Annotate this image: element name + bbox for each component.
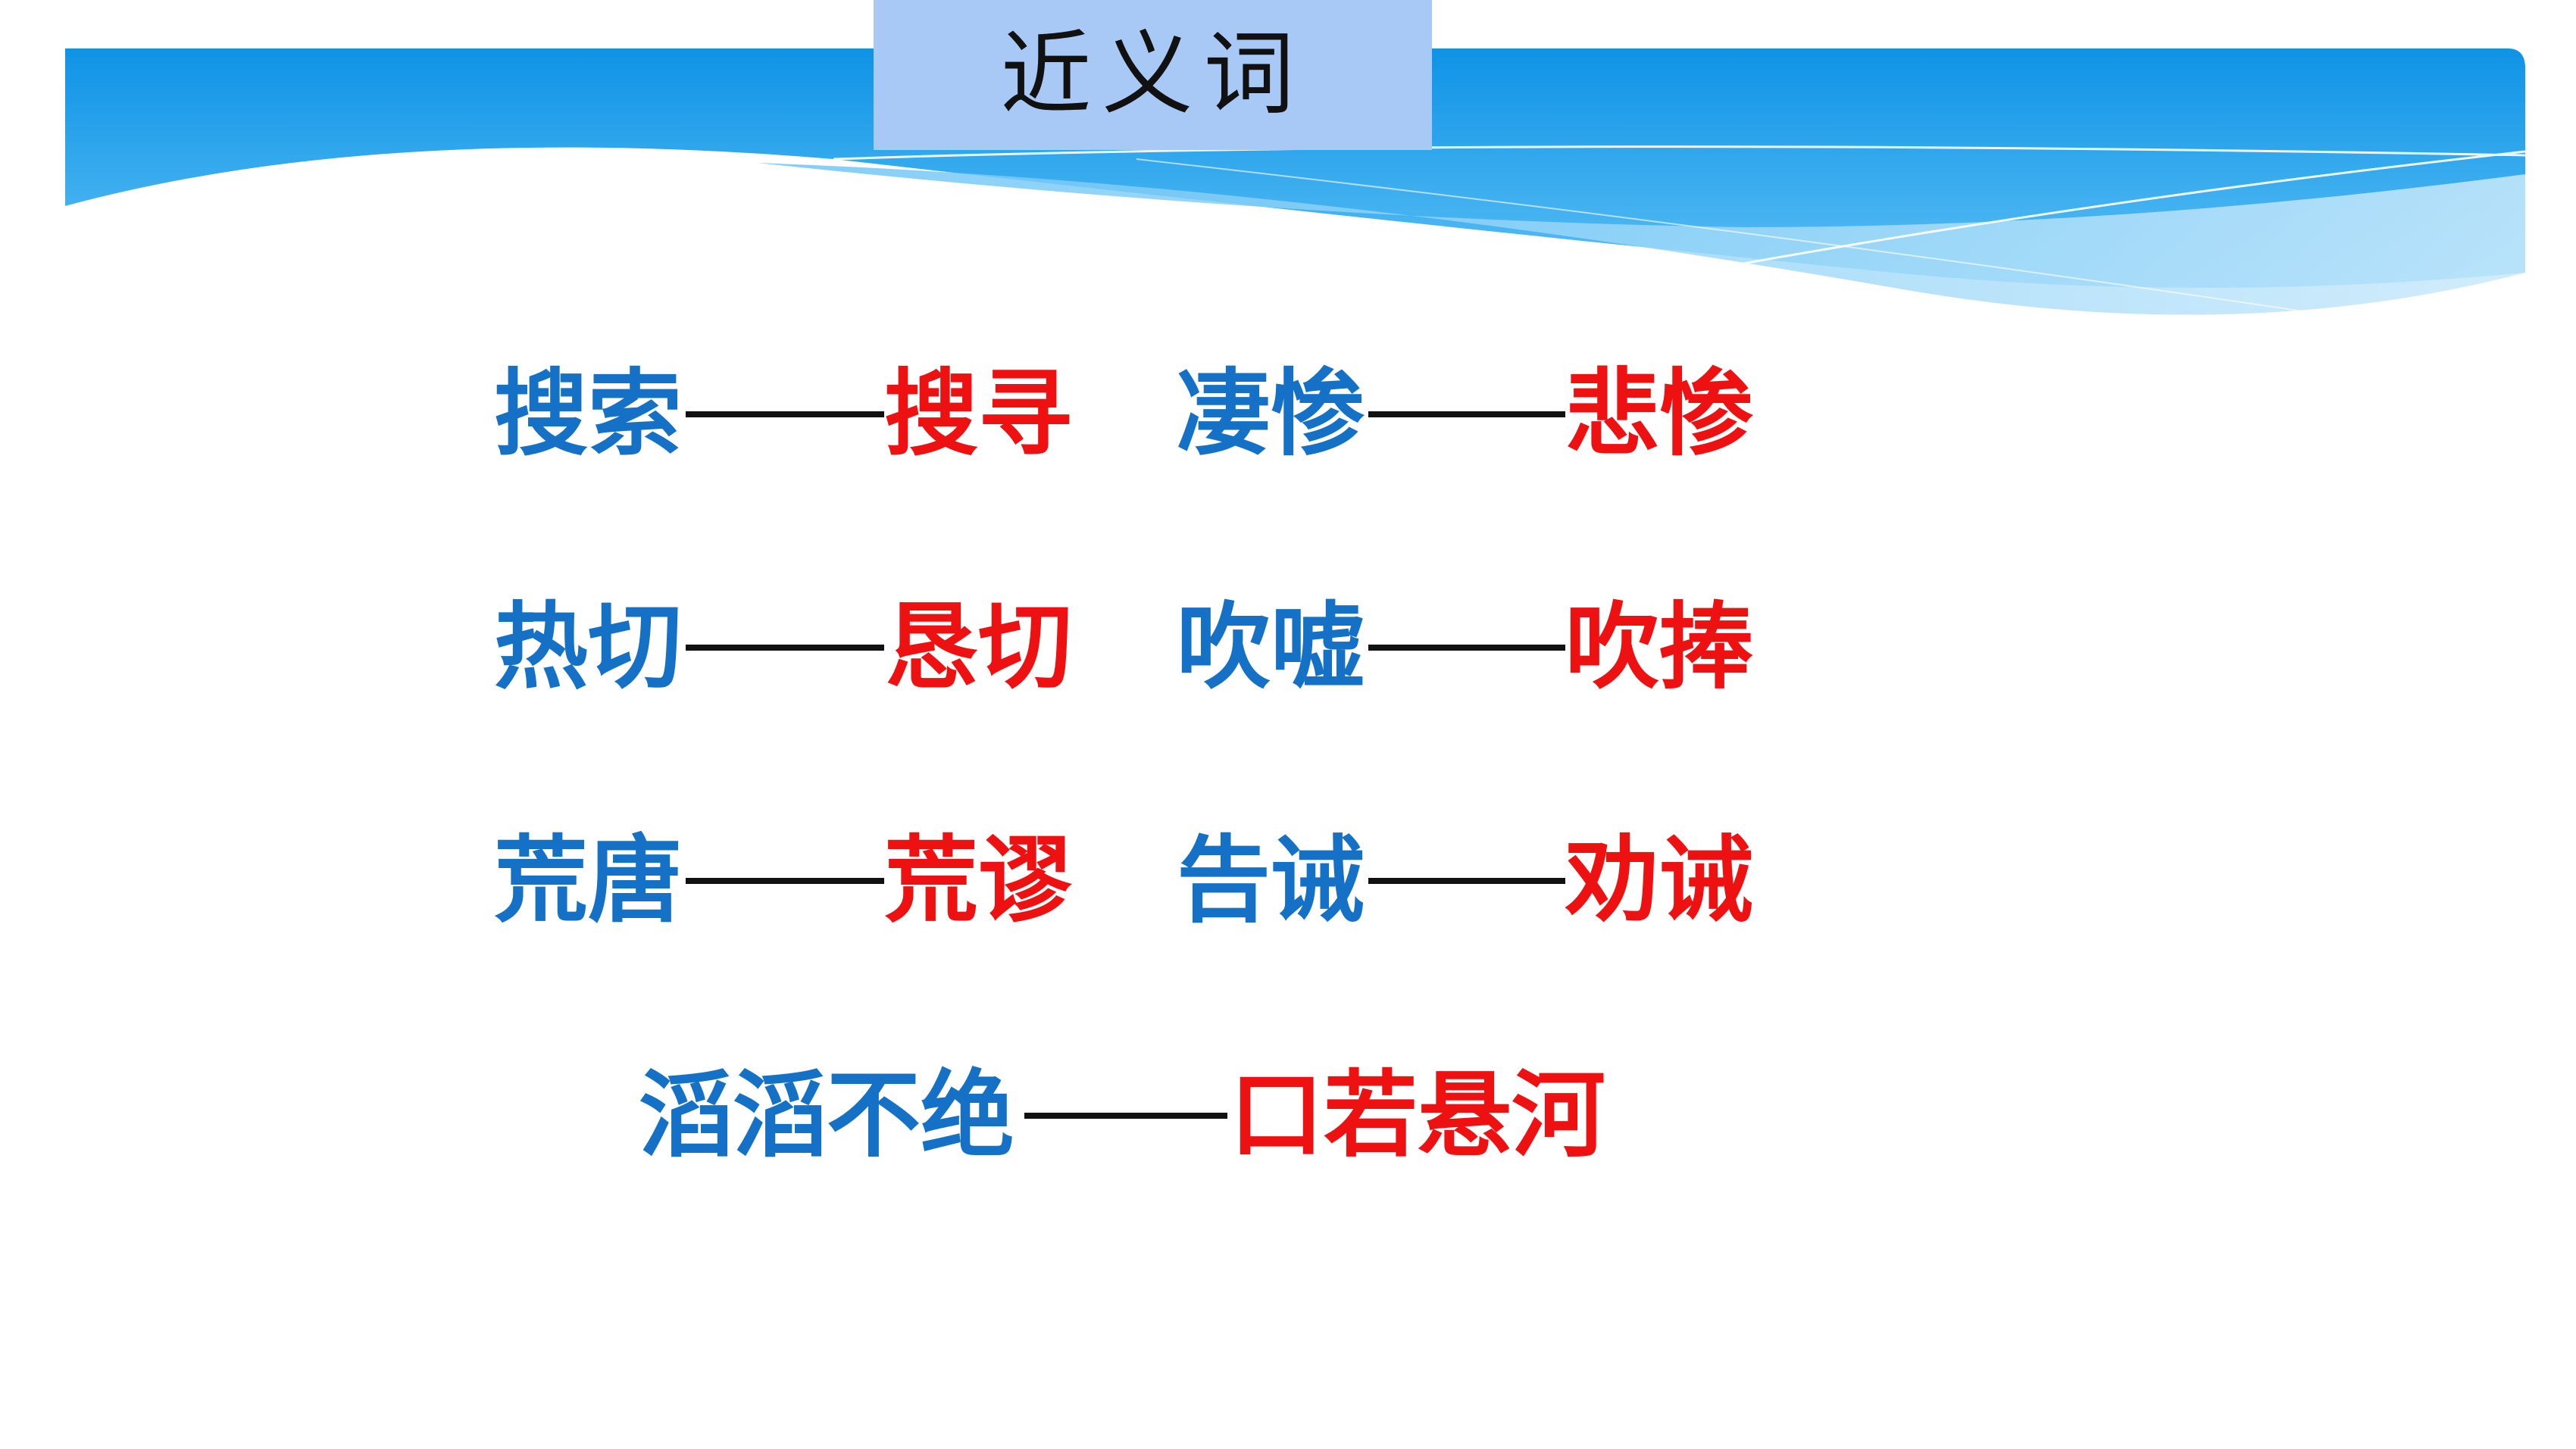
pair-word: 告诫 bbox=[1177, 826, 1365, 935]
pair-word: 吹嘘 bbox=[1177, 593, 1365, 702]
pair-word: 荒唐 bbox=[494, 826, 683, 935]
pair-word: 滔滔不绝 bbox=[639, 1061, 1015, 1170]
pair-row-4: 滔滔不绝 口若悬河 bbox=[0, 1059, 2576, 1173]
pair-dash bbox=[686, 878, 884, 884]
pair-synonym: 悲惨 bbox=[1565, 360, 1754, 469]
slide-title: 近义词 bbox=[1000, 22, 1305, 127]
pair-word: 搜索 bbox=[494, 360, 683, 469]
pair-dash bbox=[1368, 411, 1565, 417]
title-box: 近义词 bbox=[874, 0, 1432, 150]
pair-row-2: 热切 恳切 吹嘘 吹捧 bbox=[0, 591, 2576, 704]
pair-synonym: 恳切 bbox=[884, 593, 1073, 702]
pair-synonym: 口若悬河 bbox=[1230, 1061, 1606, 1170]
pair-row-1: 搜索 搜寻 凄惨 悲惨 bbox=[0, 358, 2576, 471]
pair-word: 热切 bbox=[494, 593, 683, 702]
pair-synonym: 劝诫 bbox=[1565, 826, 1754, 935]
pair-dash bbox=[686, 411, 884, 417]
pair-dash bbox=[1024, 1113, 1227, 1119]
pair-synonym: 吹捧 bbox=[1565, 593, 1754, 702]
pair-dash bbox=[1368, 878, 1565, 884]
pair-synonym: 荒谬 bbox=[884, 826, 1073, 935]
header-wave-banner bbox=[65, 48, 2526, 319]
pair-dash bbox=[1368, 645, 1565, 651]
pair-synonym: 搜寻 bbox=[884, 360, 1073, 469]
pair-row-3: 荒唐 荒谬 告诫 劝诫 bbox=[0, 824, 2576, 938]
pair-word: 凄惨 bbox=[1177, 360, 1365, 469]
pair-dash bbox=[686, 645, 884, 651]
